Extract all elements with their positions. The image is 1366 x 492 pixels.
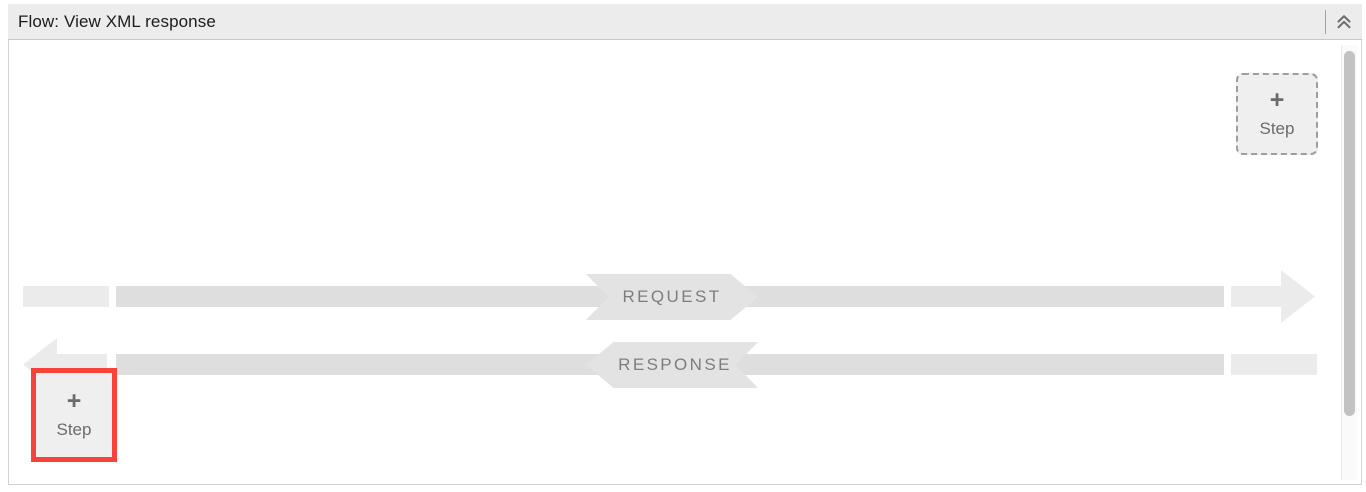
add-step-button-top-right[interactable]: + Step (1236, 73, 1318, 155)
double-chevron-up-icon (1335, 12, 1353, 32)
flow-row-request: REQUEST (9, 240, 1339, 323)
collapse-panel-button[interactable] (1326, 4, 1362, 39)
page-title: Flow: View XML response (18, 11, 216, 31)
request-banner-label: REQUEST (622, 287, 722, 306)
add-step-label: Step (56, 420, 92, 439)
arrow-right-icon (1231, 270, 1315, 323)
add-step-button-bottom-left[interactable]: + Step (36, 373, 112, 457)
request-banner: REQUEST (586, 274, 758, 320)
request-tail-segment (23, 286, 109, 307)
response-tail-segment (1231, 354, 1317, 375)
scrollbar-thumb[interactable] (1344, 51, 1355, 416)
plus-icon: + (1269, 86, 1285, 114)
header-divider (1325, 10, 1326, 34)
plus-icon: + (66, 387, 82, 415)
vertical-scrollbar[interactable] (1341, 45, 1357, 480)
flow-canvas: + Step REQUEST (8, 40, 1362, 485)
flow-row-response: RESPONSE (9, 308, 1339, 391)
add-step-highlight-frame: + Step (31, 368, 117, 462)
panel-header: Flow: View XML response (8, 4, 1362, 40)
response-banner: RESPONSE (586, 342, 758, 388)
response-banner-label: RESPONSE (618, 355, 732, 374)
add-step-label: Step (1259, 119, 1295, 138)
